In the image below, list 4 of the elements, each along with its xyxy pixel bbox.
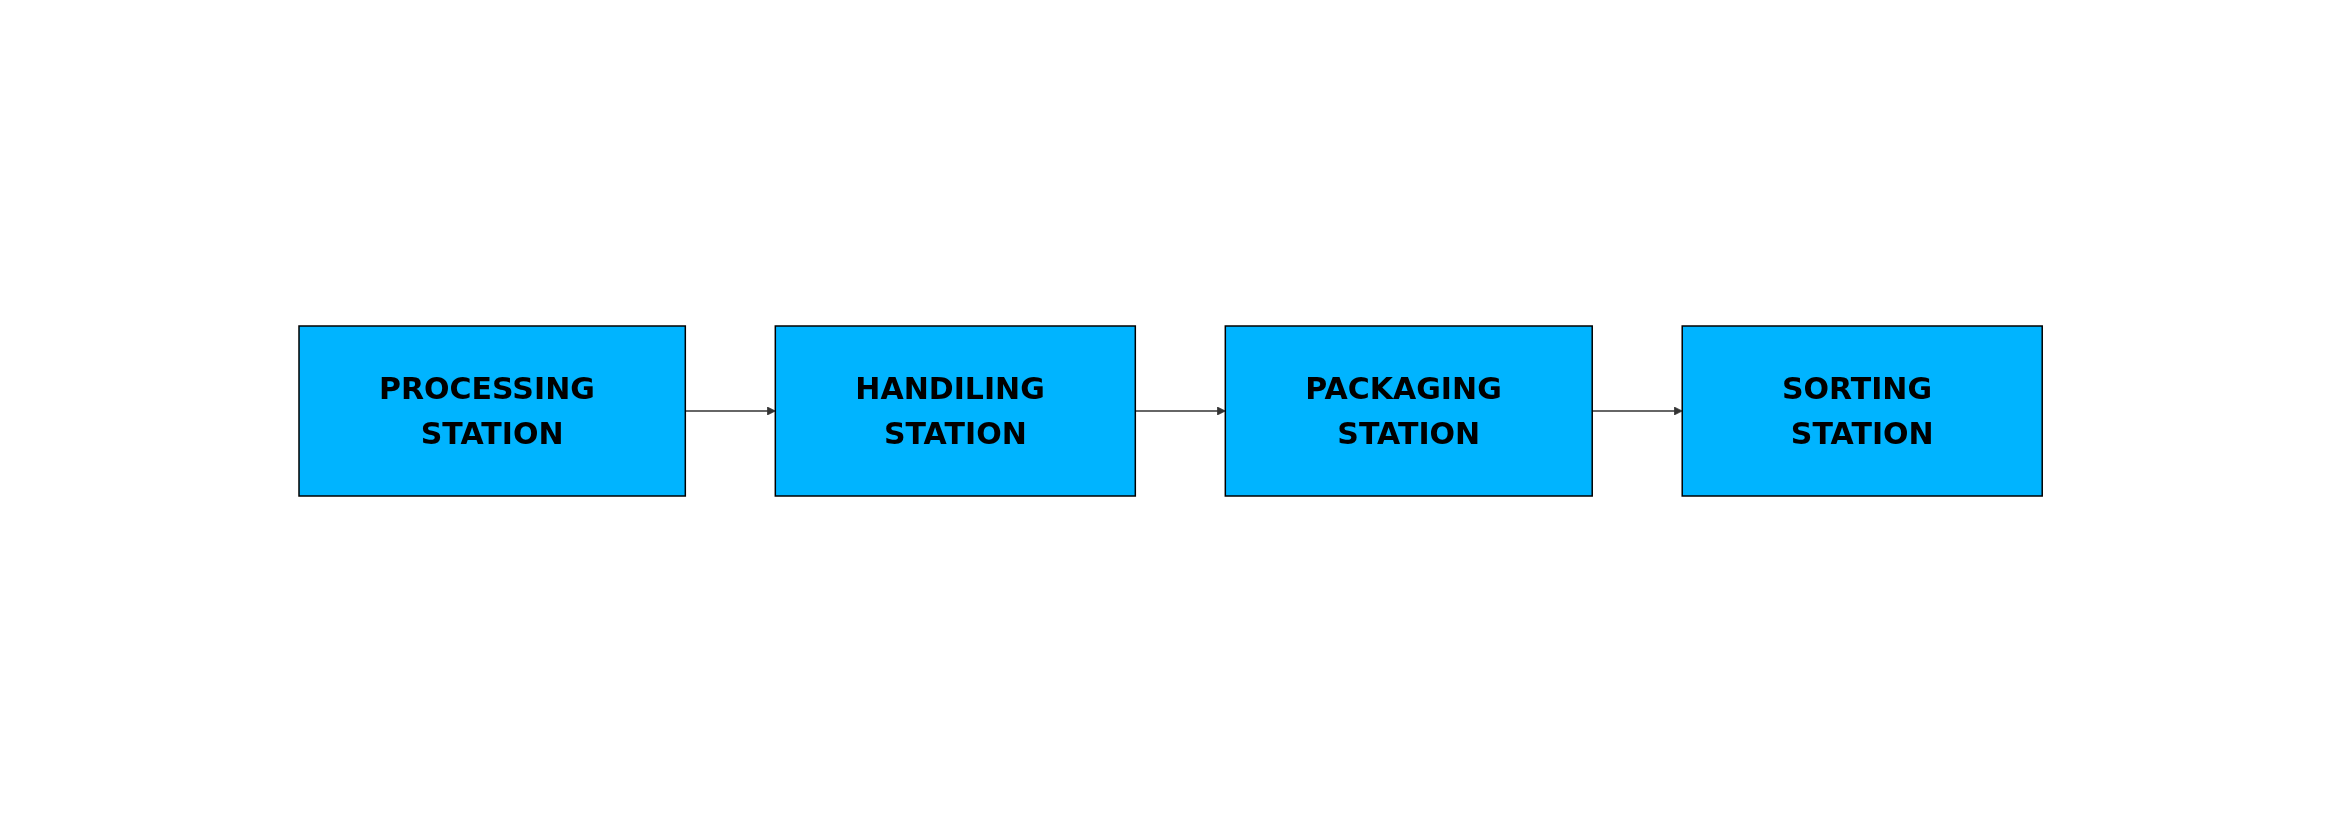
node-box: PROCESSING STATION: [298, 325, 686, 497]
node-box: SORTING STATION: [1681, 325, 2043, 497]
node-box: HANDILING STATION: [774, 325, 1136, 497]
node-box: PACKAGING STATION: [1224, 325, 1593, 497]
